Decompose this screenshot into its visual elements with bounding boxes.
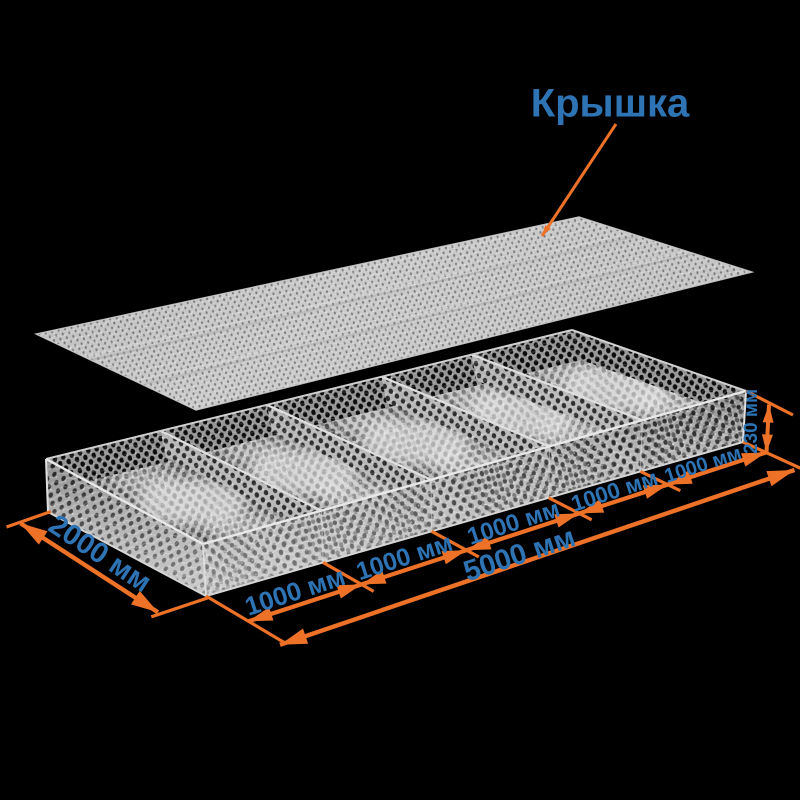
total-length-dimension-5000 <box>279 467 796 647</box>
width-dimension-2000 <box>5 509 209 619</box>
box-interior-detail <box>46 330 746 544</box>
dimension-lines <box>5 123 800 647</box>
height-dimension-label: 230 мм <box>741 389 762 454</box>
lid-callout-leader <box>540 123 618 237</box>
height-dimension-230 <box>745 389 794 453</box>
lid-callout-label: Крышка <box>531 82 690 126</box>
gabion-box <box>45 329 747 597</box>
lid-mesh-sheet <box>33 216 755 411</box>
segment-dimension-1000-chain <box>205 440 800 645</box>
